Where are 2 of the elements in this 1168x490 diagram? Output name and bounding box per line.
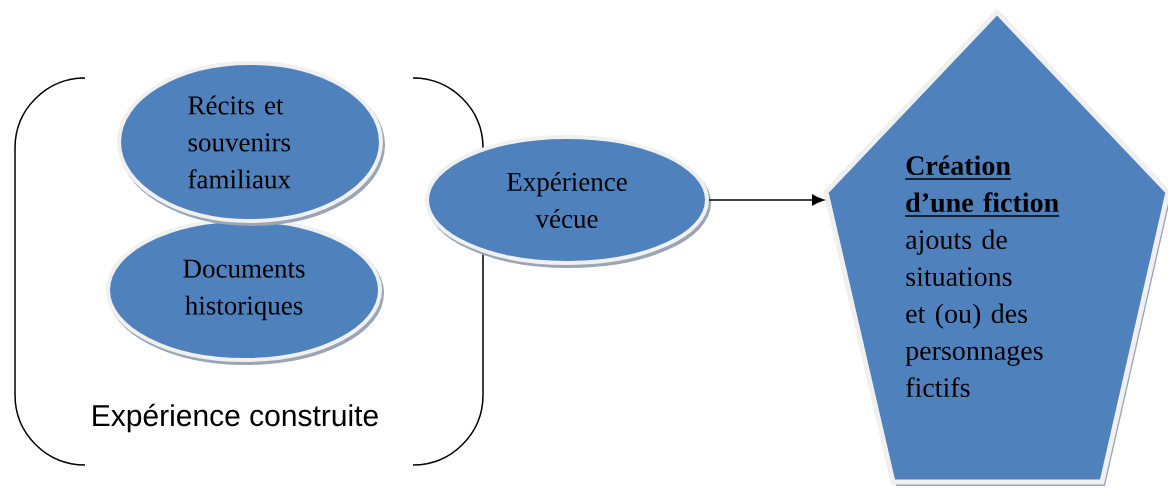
arrow [708,194,824,206]
caption: Expérience construite [93,403,378,433]
